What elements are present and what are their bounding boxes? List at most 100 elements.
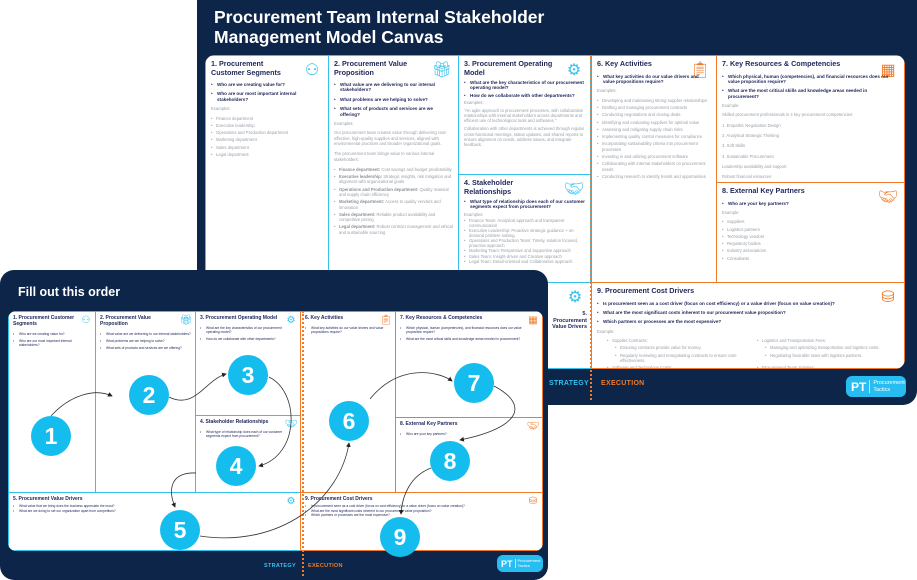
question: Who are we creating value for? [211,82,323,88]
section-title: 6. Key Activities [305,315,344,321]
example-text: 4. Sustainable Procurement [722,153,774,159]
order-step-6: 6 [329,401,369,441]
canvas-grid: 1. Procurement Customer Segments⚇Who are… [205,55,905,369]
section-title: 7. Key Resources & Competencies [722,59,841,68]
logo-letters: PT [501,558,513,569]
execution-label: EXECUTION [601,380,645,387]
example-item: Technology vendors [722,234,899,240]
question: What sets of products and services are w… [100,346,191,350]
example-item: Operations and Production Team: Timely, … [464,238,585,249]
cost-groups: Supplier Contracts:Ensuring contracts pr… [597,338,899,368]
question: What are the most significant costs inhe… [597,310,899,316]
question: What are the most critical skills and kn… [722,88,899,99]
example-item: Finance Team: Analytical approach and tr… [464,218,585,229]
section-title: 4. Stakeholder Relationships [200,419,269,425]
cost-group-name: Software and Technology Costs: [607,365,749,368]
question: Which partners or processes are the most… [597,319,899,325]
question-list: What value that we bring does the busine… [13,504,296,513]
section-title: 3. Procurement Operating Model [200,315,278,321]
examples-label: Examples: [211,106,231,112]
question: What sets of products and services are w… [334,106,453,117]
question-list: What key activities do our value drivers… [305,326,391,334]
question: Who are our most important internal stak… [13,339,91,347]
example-list: Finance department: Cost savings and bud… [334,167,453,235]
question: What are the key characteristics of our … [464,80,585,91]
question-list: What are the key characteristics of our … [464,80,585,99]
example-item: Executive leadership: Strategic insights… [334,174,453,185]
question-list: What type of relationship does each of o… [464,199,585,210]
question-list: Who are we creating value for?Who are ou… [13,332,91,347]
section-b8[interactable]: 8. External Key Partners🤝︎Who are your k… [716,182,905,283]
section-title: 7. Key Resources & Competencies [400,315,483,321]
examples-label: Examples: [464,100,484,106]
coins-icon: ⛁ [528,495,538,507]
section-b6[interactable]: 6. Key Activities📋︎What key activities d… [591,55,717,283]
question: Is procurement seen as a cost driver (fo… [597,301,899,307]
example-item: Implementing quality control measures fo… [597,134,711,140]
example-text: Collaboration with other departments is … [464,126,585,148]
cost-group-name: Procurement Team Salaries: [757,365,899,368]
section-title: 1. Procurement Customer Segments [13,315,75,327]
example-item: Executive leadership [211,123,323,129]
section-b3[interactable]: 3. Procurement Operating Model⚙What are … [458,55,591,175]
example-item: Marketing Team: Responsive and Supportiv… [464,249,585,254]
order-title: Fill out this order [18,285,121,299]
example-item: Developing and maintaining strong suppli… [597,98,711,104]
section-title: 6. Key Activities [597,59,652,68]
question-list: Who are your key partners? [400,432,538,436]
section-f5[interactable]: 5. Procurement Value Drivers⚙What value … [8,492,301,551]
section-title: 4. Stakeholder Relationships [464,178,514,196]
question: What are the most critical skills and kn… [400,337,538,341]
question: Who are your key partners? [400,432,538,436]
example-detail: Robust contract management and ethical a… [339,224,453,235]
section-title: 2. Procurement Value Proposition [100,315,151,327]
section-b4[interactable]: 4. Stakeholder Relationships 🤝︎What type … [458,174,591,283]
section-b7[interactable]: 7. Key Resources & Competencies▦Which ph… [716,55,905,183]
order-step-4: 4 [216,446,256,486]
handshake-icon: 🤝︎ [563,181,585,198]
section-b9[interactable]: 9. Procurement Cost Drivers⛁Is procureme… [591,282,905,369]
example-text: 2. Analytical Strategic Thinking [722,133,779,139]
question: What key activities do our value drivers… [597,74,711,85]
example-text: 1. Empathic Negotiation Design [722,122,781,128]
example-item: Investing in and utilizing procurement s… [597,154,711,160]
order-step-3: 3 [228,355,268,395]
question: Which physical, human (competencies), an… [722,74,899,85]
question: Is procurement seen as a cost driver (fo… [305,504,538,508]
examples-label: Examples: [334,121,354,127]
section-b1[interactable]: 1. Procurement Customer Segments⚇Who are… [205,55,329,283]
section-title: 8. External Key Partners [722,186,805,195]
question: Who are our most important internal stak… [211,91,323,102]
question-list: Who are your key partners? [722,201,899,207]
section-title: 3. Procurement Operating Model [464,59,553,77]
question: What value that we bring does the busine… [13,504,296,508]
section-b2[interactable]: 2. Procurement Value Proposition🎁︎What v… [328,55,459,283]
example-label: Sales department: [339,211,376,217]
examples-label: Example: [722,103,740,109]
cost-group-item: Ensuring contracts provide value for mon… [615,345,749,351]
examples-label: Example: [722,209,740,215]
example-text: The procurement team brings value to var… [334,151,435,162]
handshake-icon: 🤝︎ [526,420,540,432]
operating-model-icon: ⚙ [286,314,296,326]
question: What are the key characteristics of our … [200,326,296,334]
procurement-tactics-logo: PT Procurement Tactics [497,555,543,572]
order-step-1: 1 [31,416,71,456]
example-item: Suppliers [722,219,899,225]
example-item: Sales Team: Insight-driven and Creative … [464,254,585,260]
execution-label: EXECUTION [308,563,343,569]
examples-label: Examples: [464,211,484,217]
section-title: 2. Procurement Value Proposition [334,59,408,77]
section-f9[interactable]: 9. Procurement Cost Drivers⛁Is procureme… [300,492,543,551]
question-list: Which physical, human (competencies), an… [400,326,538,341]
question: What value are we delivering to our inte… [334,82,453,93]
question: How do we collaborate with other departm… [464,93,585,99]
strategy-label: STRATEGY [549,380,589,387]
example-item: Marketing department: Access to quality … [334,199,453,210]
question-list: What value are we delivering to our inte… [100,332,191,350]
cost-group-item: Regularly reviewing and renegotiating co… [615,353,749,364]
example-detail: Strategic insights, risk mitigation and … [339,174,452,185]
order-step-2: 2 [129,375,169,415]
section-f1[interactable]: 1. Procurement Customer Segments ⚇ Who are… [8,311,96,493]
people-network-icon: ⚇ [81,314,91,326]
